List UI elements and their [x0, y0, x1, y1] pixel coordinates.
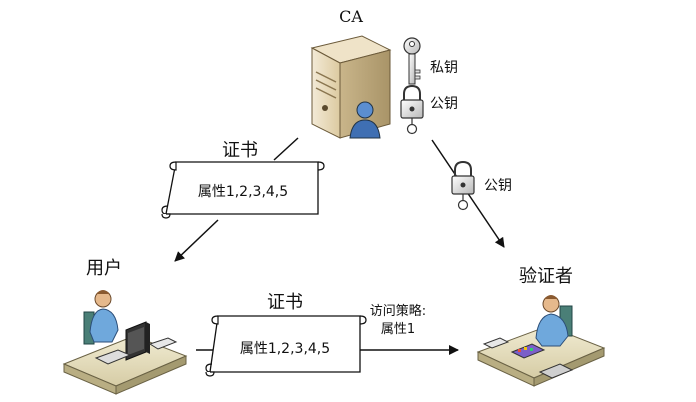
- access-policy-line2: 属性1: [381, 322, 415, 337]
- public-key-lock-icon-sent: [451, 160, 475, 211]
- verifier-workstation-icon: [476, 295, 606, 387]
- certificate-top-scroll: [161, 161, 325, 219]
- ca-server-icon: [310, 35, 392, 139]
- certificate-top-attributes: 属性1,2,3,4,5: [198, 184, 288, 200]
- public-key-lock-icon: [400, 84, 424, 135]
- certificate-bottom-title: 证书: [267, 292, 303, 313]
- certificate-top-title: 证书: [222, 140, 258, 161]
- private-key-label: 私钥: [430, 60, 458, 76]
- user-workstation-icon: [62, 290, 188, 395]
- private-key-icon: [403, 37, 421, 85]
- certificate-to-user-arrow: [174, 219, 219, 262]
- access-policy-line1: 访问策略:: [370, 303, 426, 319]
- certificate-bottom-attributes: 属性1,2,3,4,5: [240, 341, 330, 357]
- verifier-label: 验证者: [519, 266, 573, 287]
- certificate-bottom-scroll: [205, 315, 367, 377]
- user-label: 用户: [86, 258, 122, 279]
- public-key-sent-label: 公钥: [484, 178, 512, 194]
- public-key-label: 公钥: [430, 96, 458, 112]
- ca-to-certificate-line: [273, 137, 299, 161]
- ca-label: CA: [339, 7, 363, 26]
